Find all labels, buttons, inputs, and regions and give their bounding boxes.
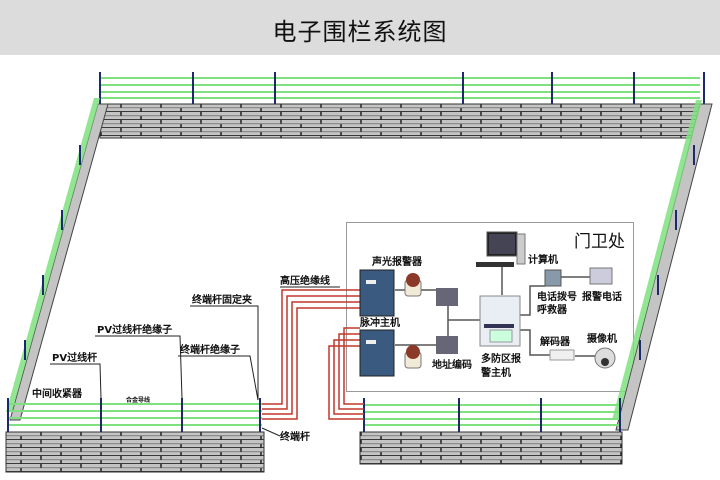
alarm-host (479, 295, 521, 347)
decoder (549, 349, 575, 361)
right-wall (612, 100, 713, 431)
siren-1 (404, 273, 422, 297)
leader-lines (50, 286, 340, 437)
left-wall-posts (24, 145, 81, 360)
computer (476, 231, 526, 267)
label-address-encoder: 地址编码 (432, 358, 472, 371)
bottom-right-posts (363, 398, 621, 432)
label-computer: 计算机 (528, 253, 558, 266)
label-multi-zone-host-2: 警主机 (480, 366, 511, 379)
top-fence-wires (100, 77, 700, 99)
label-pv-post: PV过线杆 (52, 351, 97, 364)
title-bar: 电子围栏系统图 (0, 0, 720, 55)
label-alloy-wire: 合金导线 (126, 396, 150, 404)
label-decoder: 解码器 (540, 335, 571, 348)
label-multi-zone-host-1: 多防区报 (481, 352, 521, 365)
pulse-host-2 (359, 329, 395, 377)
right-wall-posts (639, 145, 695, 360)
top-wall (99, 103, 701, 139)
label-pulse-host: 脉冲主机 (359, 316, 400, 329)
bottom-left-posts (7, 398, 261, 432)
phone-dialer (544, 269, 562, 287)
bottom-left-wall (5, 431, 265, 473)
bottom-left-wires (8, 403, 262, 426)
label-sound-light-alarm: 声光报警器 (371, 255, 423, 268)
hv-cables (262, 289, 364, 420)
camera (594, 347, 616, 369)
left-wall (6, 98, 109, 421)
bottom-right-wires (364, 404, 620, 426)
label-terminal-post: 终端杆 (280, 430, 310, 443)
label-phone-dialer-2: 呼救器 (537, 303, 568, 316)
label-pv-post-insulator: PV过线杆绝缘子 (97, 323, 172, 336)
label-camera: 摄像机 (587, 332, 617, 345)
bottom-right-wall (359, 431, 623, 465)
alarm-phone (589, 267, 613, 285)
label-terminal-post-clamp: 终端杆固定夹 (192, 293, 252, 306)
label-alarm-phone: 报警电话 (582, 290, 622, 303)
label-middle-tensioner: 中间收紧器 (32, 387, 83, 400)
address-encoder-2 (436, 336, 458, 354)
label-phone-dialer-1: 电话拨号 (537, 290, 577, 303)
label-hv-cable: 高压绝缘线 (280, 274, 330, 287)
siren-2 (404, 345, 422, 369)
pulse-host-1 (359, 269, 395, 317)
address-encoder-1 (436, 288, 458, 306)
diagram-title: 电子围栏系统图 (272, 18, 448, 46)
label-terminal-post-insulator: 终端杆绝缘子 (180, 343, 240, 356)
top-fence-posts (99, 72, 705, 104)
guardhouse-title: 门卫处 (574, 232, 625, 252)
